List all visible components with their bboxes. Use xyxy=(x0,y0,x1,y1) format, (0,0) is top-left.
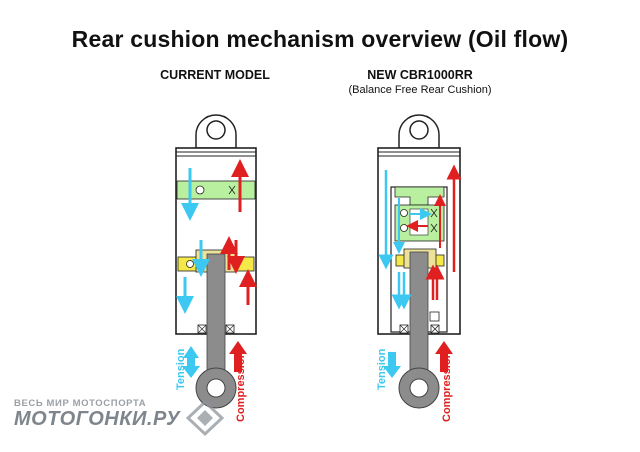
current-model-shock: Tension Compression xyxy=(175,114,257,422)
right-diagram-label: NEW CBR1000RR xyxy=(367,68,473,82)
compression-arrow xyxy=(440,352,448,372)
right-diagram-sublabel: (Balance Free Rear Cushion) xyxy=(348,84,492,96)
page-title: Rear cushion mechanism overview (Oil flo… xyxy=(71,26,569,52)
compression-arrow xyxy=(234,352,242,372)
tension-label: Tension xyxy=(376,348,388,390)
top-eyelet xyxy=(398,114,440,149)
watermark-logo-icon xyxy=(185,399,225,437)
compression-label: Compression xyxy=(441,351,453,422)
piston-rod xyxy=(409,251,429,383)
watermark-line1: ВЕСЬ МИР МОТОСПОРТА xyxy=(14,398,147,409)
new-cbr1000rr-shock: Tension Compression xyxy=(376,114,462,422)
piston-rod xyxy=(206,253,226,383)
compression-label: Compression xyxy=(235,351,247,422)
tension-arrow xyxy=(388,352,396,368)
left-diagram-label: CURRENT MODEL xyxy=(160,68,270,82)
watermark: ВЕСЬ МИР МОТОСПОРТА МОТОГОНКИ.РУ xyxy=(14,398,180,431)
watermark-line2: МОТОГОНКИ.РУ xyxy=(14,408,181,430)
bottom-eyelet xyxy=(195,367,237,409)
upper-valve xyxy=(176,180,256,200)
bottom-eyelet xyxy=(398,367,440,409)
tension-label: Tension xyxy=(175,348,187,390)
tension-arrow xyxy=(187,352,195,368)
top-eyelet xyxy=(195,114,237,149)
